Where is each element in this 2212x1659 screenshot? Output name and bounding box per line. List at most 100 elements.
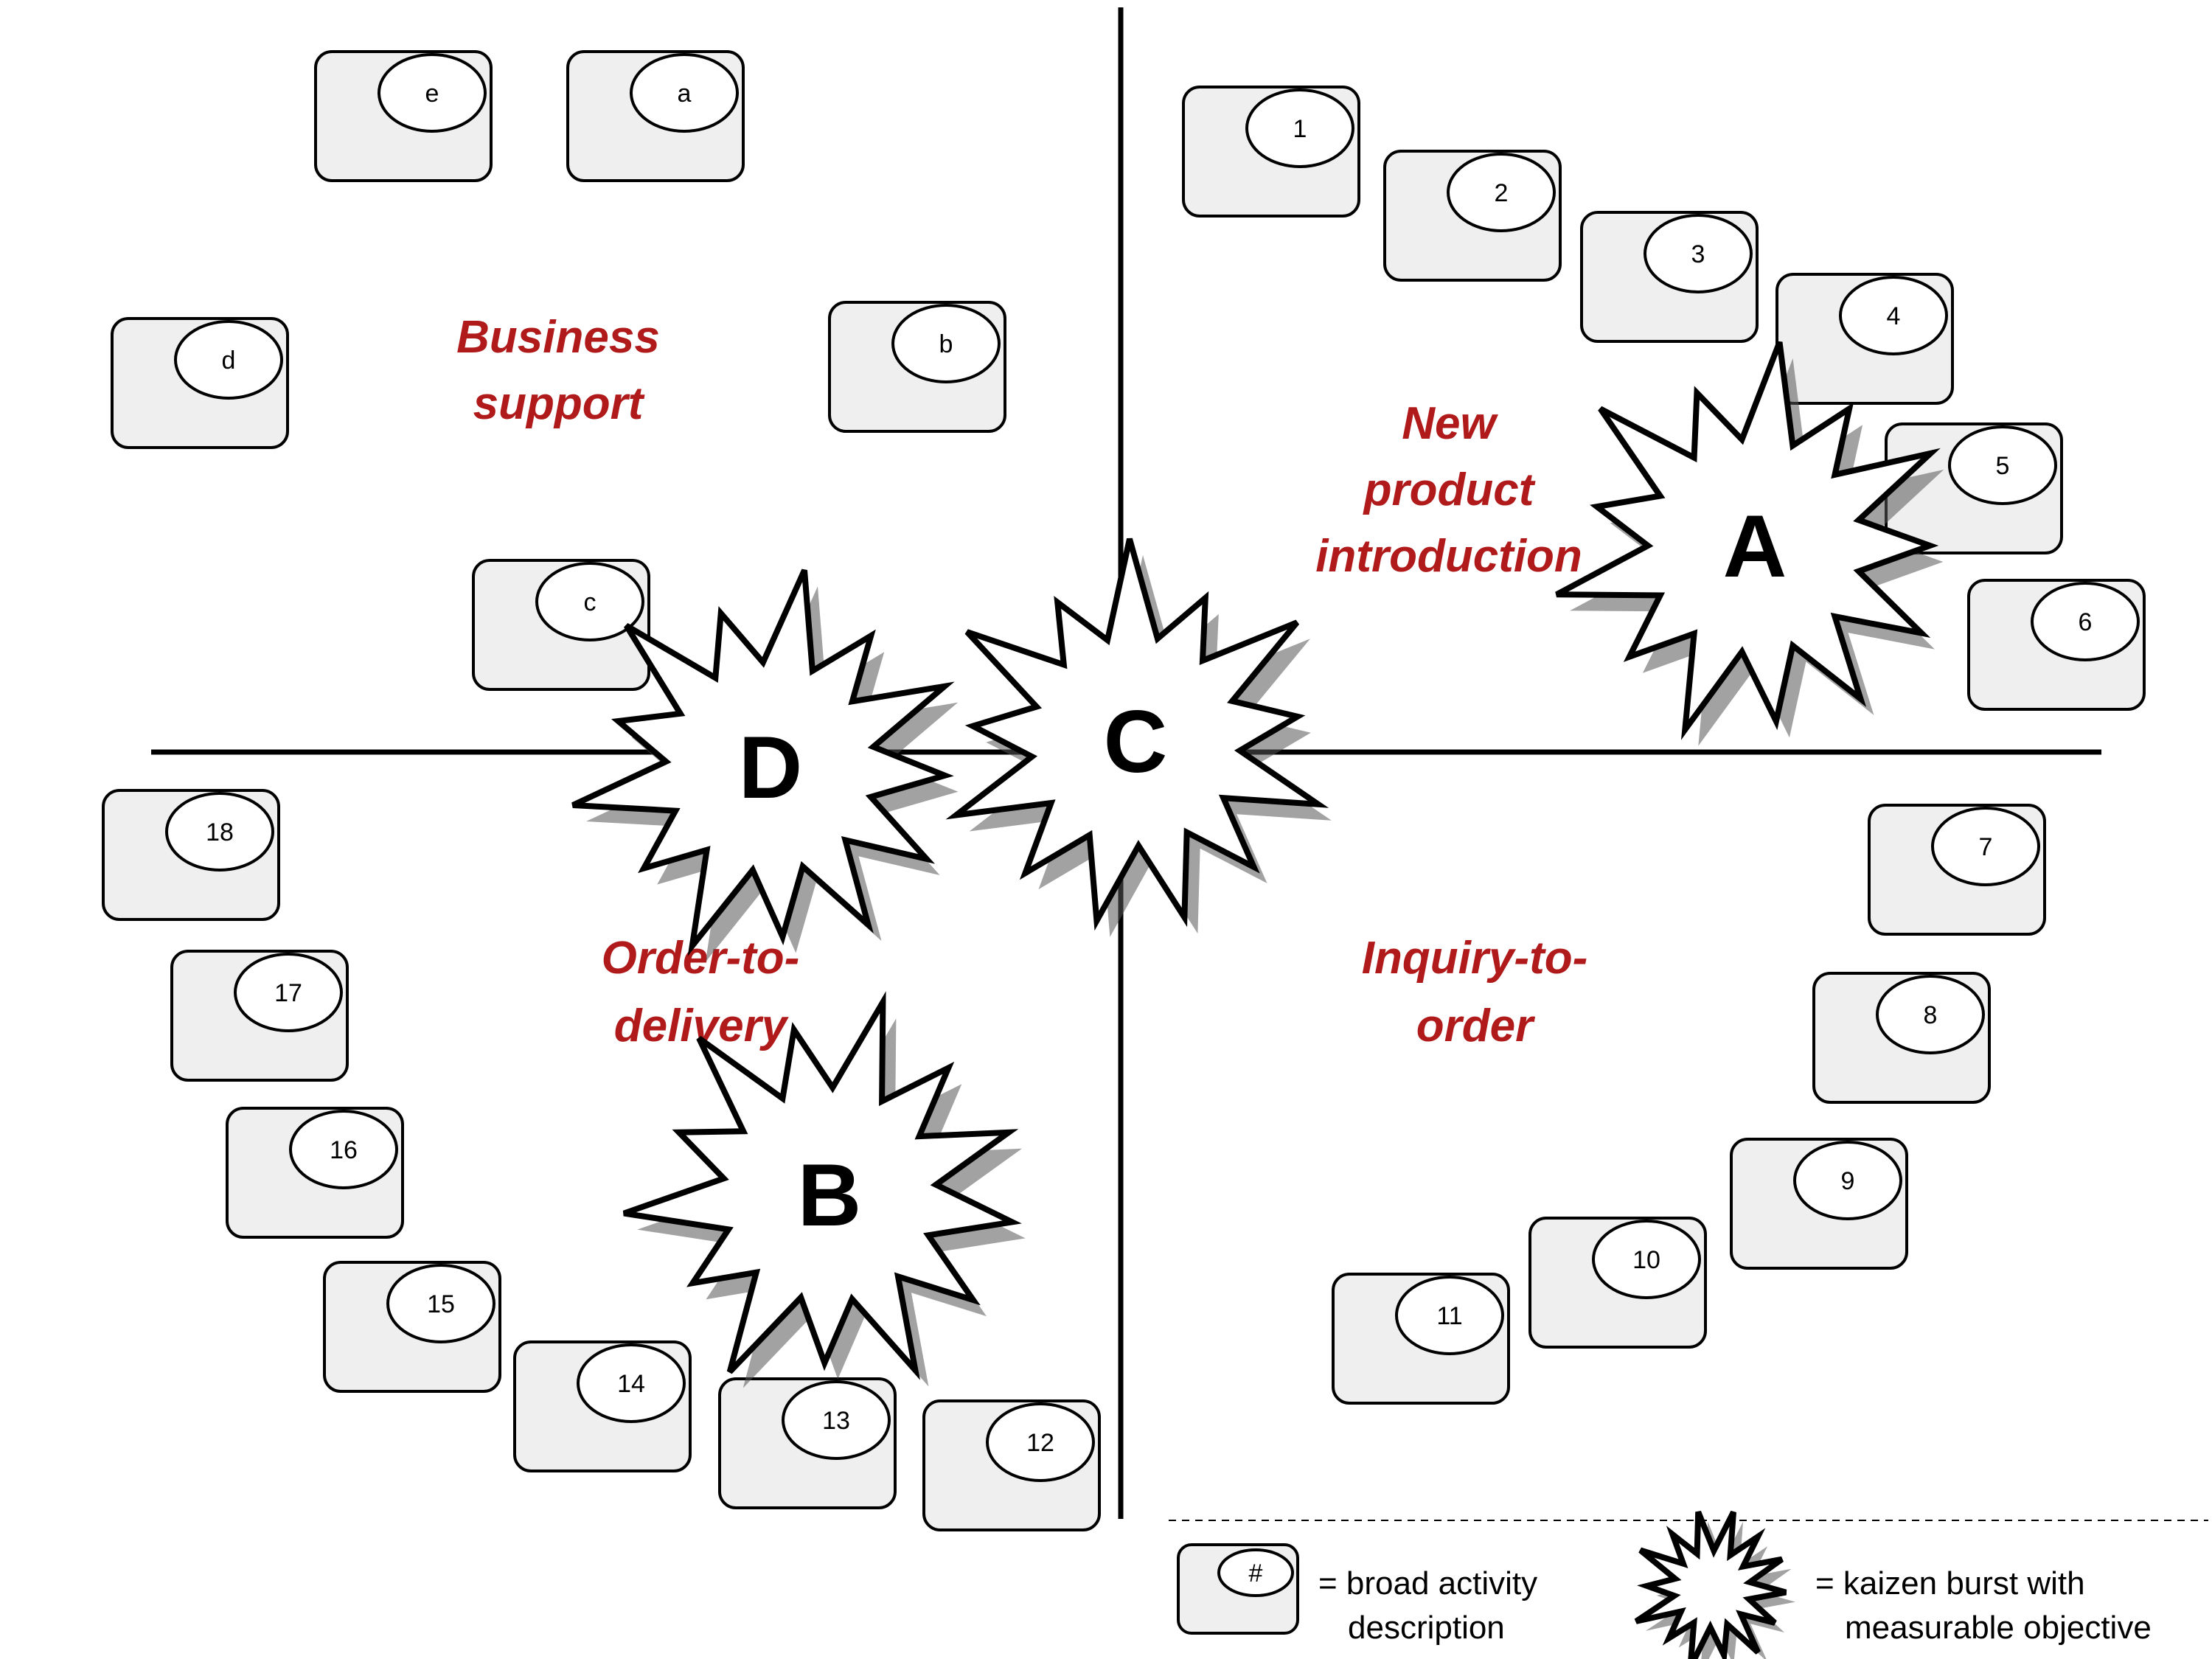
activity-box-label: 15	[427, 1290, 455, 1318]
activity-box-ellipse	[782, 1380, 891, 1460]
kaizen-burst-shape	[1555, 341, 1941, 740]
activity-box-label: 16	[330, 1136, 358, 1164]
quadrant-title-order-to-delivery: Order-to- delivery	[602, 933, 800, 1051]
activity-box-label: 10	[1632, 1246, 1660, 1274]
activity-box: b	[828, 301, 1006, 433]
activity-box-ellipse	[1948, 425, 2057, 505]
activity-box-label: 6	[2079, 608, 2093, 636]
legend-hash-label: #	[1249, 1559, 1263, 1587]
activity-box-label: 14	[617, 1370, 645, 1398]
kaizen-burst: C	[945, 538, 1332, 937]
activity-box-ellipse	[535, 562, 644, 641]
activity-box-ellipse	[891, 304, 1001, 383]
activity-box-label: 11	[1436, 1302, 1462, 1330]
activity-box: 18	[102, 789, 280, 921]
activity-box-label: 7	[1979, 833, 1993, 861]
activity-box: 7	[1868, 804, 2046, 936]
kaizen-burst-label: C	[1104, 692, 1168, 791]
kaizen-burst: A	[1555, 341, 1944, 746]
kaizen-burst-label: A	[1723, 497, 1787, 596]
activity-box-ellipse	[1931, 807, 2040, 886]
activity-box: 3	[1580, 211, 1759, 343]
activity-box-ellipse	[1644, 214, 1753, 293]
legend-burst-text: = kaizen burst with	[1815, 1565, 2085, 1601]
activity-box: 1	[1182, 86, 1360, 218]
legend-burst-symbol	[1634, 1510, 1796, 1659]
activity-box: 14	[513, 1340, 692, 1472]
kaizen-burst-label: D	[739, 718, 803, 817]
activity-box-ellipse	[165, 792, 274, 872]
activity-box-ellipse	[378, 53, 487, 133]
activity-box-label: 3	[1691, 240, 1705, 268]
activity-box-label: e	[425, 80, 439, 108]
activity-box-label: 2	[1495, 179, 1509, 207]
activity-box-ellipse	[1447, 153, 1556, 232]
activity-box-ellipse	[630, 53, 739, 133]
activity-box: 16	[226, 1107, 404, 1239]
activity-box-label: c	[584, 588, 597, 616]
kaizen-burst-shape	[945, 538, 1329, 931]
activity-box: 17	[170, 950, 349, 1082]
legend: # = broad activity description = kaizen …	[1177, 1510, 2152, 1659]
quadrant-title-new-product: New product introduction	[1315, 398, 1582, 582]
kaizen-burst-shape	[622, 991, 1022, 1380]
quadrant-title-line: order	[1416, 1001, 1535, 1051]
activity-box: 12	[922, 1399, 1101, 1531]
activity-box-ellipse	[1395, 1276, 1504, 1355]
activity-box: 8	[1812, 972, 1991, 1104]
activity-box-ellipse	[1876, 975, 1985, 1054]
activity-box-label: d	[222, 347, 236, 375]
kaizen-burst: D	[571, 568, 959, 962]
activity-box: 2	[1383, 150, 1562, 282]
legend-burst-shape	[1634, 1510, 1787, 1659]
activity-box-label: 8	[1924, 1001, 1938, 1029]
activity-box-ellipse	[577, 1343, 686, 1423]
legend-burst-text: measurable objective	[1845, 1610, 2152, 1646]
activity-box: c	[472, 559, 650, 691]
activity-box-label: 18	[206, 818, 234, 846]
activity-box: 9	[1730, 1138, 1908, 1270]
activity-box-ellipse	[2031, 582, 2140, 661]
activity-box-ellipse	[986, 1402, 1095, 1482]
activity-box-ellipse	[1592, 1220, 1701, 1299]
quadrant-title-line: product	[1363, 465, 1536, 515]
quadrant-title-line: Inquiry-to-	[1362, 933, 1588, 984]
activity-box-ellipse	[1793, 1141, 1902, 1220]
activity-box: 13	[718, 1377, 897, 1509]
quadrant-title-line: Business	[456, 312, 660, 363]
activity-box-ellipse	[1245, 88, 1354, 168]
activity-box-label: 5	[1996, 452, 2010, 480]
kaizen-burst-shape	[571, 568, 955, 956]
activity-box-ellipse	[234, 953, 343, 1032]
quadrant-title-inquiry-to-order: Inquiry-to- order	[1362, 933, 1588, 1051]
activity-box-label: a	[678, 80, 692, 108]
activity-box: d	[111, 317, 289, 449]
activity-box: 10	[1528, 1217, 1707, 1349]
activity-box-ellipse	[386, 1264, 495, 1343]
quadrant-title-line: introduction	[1315, 531, 1582, 582]
activity-box-ellipse	[174, 320, 283, 400]
activity-box-ellipse	[1839, 276, 1948, 355]
activity-box: 11	[1332, 1273, 1510, 1405]
activity-box-label: 12	[1026, 1429, 1054, 1457]
quadrant-title-line: Order-to-	[602, 933, 800, 984]
activity-box: 15	[323, 1261, 501, 1393]
activity-box-label: 1	[1293, 115, 1307, 143]
legend-box-ellipse	[1217, 1548, 1294, 1597]
legend-activity-symbol: #	[1177, 1543, 1299, 1635]
activity-box: e	[314, 50, 493, 182]
activity-box-label: 13	[822, 1407, 850, 1435]
kaizen-burst: B	[622, 991, 1026, 1388]
quadrant-title-line: New	[1402, 398, 1498, 449]
legend-activity-text: description	[1348, 1610, 1505, 1646]
kaizen-burst-label: B	[798, 1146, 862, 1245]
quadrant-title-line: support	[473, 378, 645, 429]
activity-box-ellipse	[289, 1110, 398, 1189]
activity-box-label: b	[939, 330, 953, 358]
kaizen-bursts: A B C D	[571, 341, 1944, 1388]
activity-box: a	[566, 50, 745, 182]
activity-box: 6	[1967, 579, 2146, 711]
